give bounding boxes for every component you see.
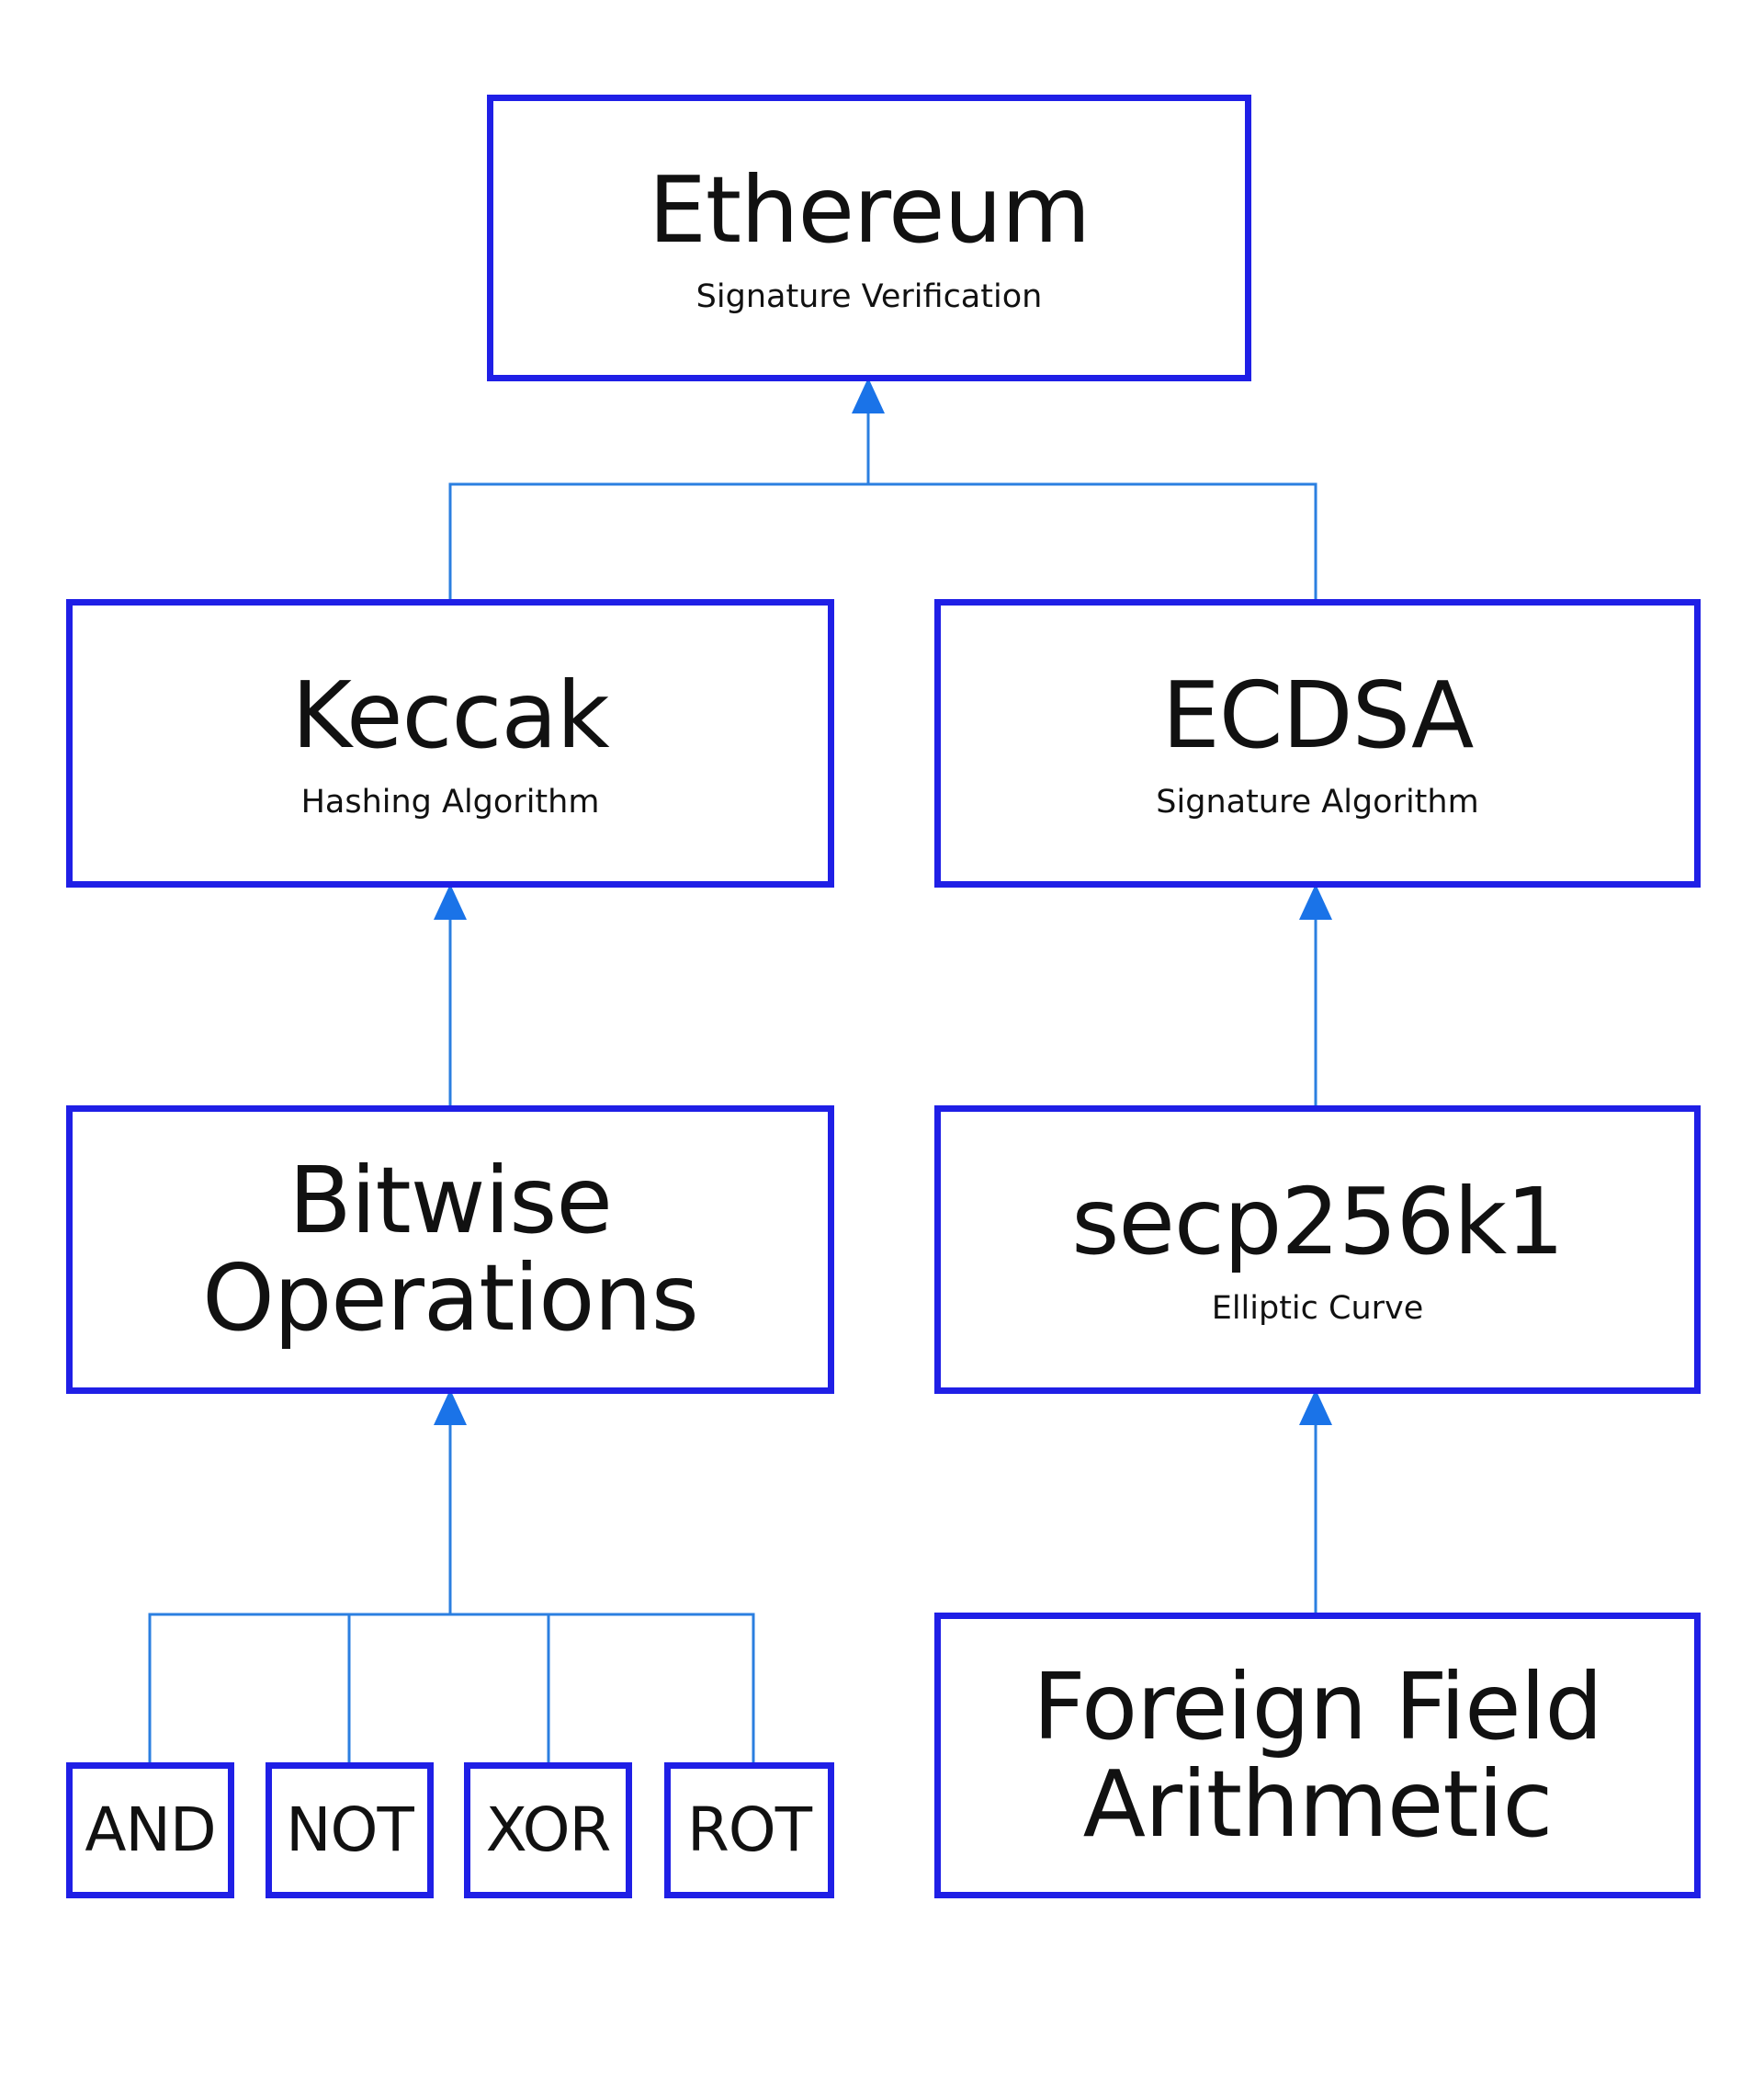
edge-ecdsa-to-ethereum [868, 482, 1317, 599]
node-xor: XOR [464, 1762, 632, 1898]
node-keccak: Keccak Hashing Algorithm [66, 599, 834, 888]
arrowhead-secp256k1 [1299, 1389, 1332, 1425]
node-not-title: NOT [286, 1794, 414, 1866]
edge-rot-to-bitwise [450, 1613, 755, 1762]
node-foreign-field-title-line2: Arithmetic [1082, 1749, 1554, 1858]
node-foreign-field-arithmetic: Foreign Field Arithmetic [934, 1613, 1701, 1898]
node-bitwise-title-line2: Operations [202, 1244, 699, 1352]
node-ecdsa: ECDSA Signature Algorithm [934, 599, 1701, 888]
arrowhead-ecdsa [1299, 884, 1332, 920]
node-keccak-title: Keccak [291, 661, 609, 769]
node-secp256k1: secp256k1 Elliptic Curve [934, 1105, 1701, 1394]
node-ethereum: Ethereum Signature Verification [487, 95, 1251, 381]
node-rot: ROT [664, 1762, 834, 1898]
node-xor-title: XOR [485, 1794, 612, 1866]
node-and-title: AND [85, 1794, 216, 1866]
arrowhead-keccak [434, 884, 467, 920]
edge-xor-to-bitwise [450, 1613, 550, 1762]
node-ethereum-title: Ethereum [648, 155, 1091, 264]
edge-and-to-bitwise [148, 1613, 450, 1762]
node-ecdsa-subtitle: Signature Algorithm [1156, 783, 1479, 821]
node-secp256k1-subtitle: Elliptic Curve [1211, 1289, 1424, 1327]
edge-not-to-bitwise [347, 1613, 450, 1762]
edge-keccak-to-ethereum [448, 482, 868, 599]
node-ethereum-subtitle: Signature Verification [695, 277, 1043, 315]
node-rot-title: ROT [686, 1794, 812, 1866]
arrowhead-bitwise [434, 1389, 467, 1425]
node-not: NOT [266, 1762, 434, 1898]
node-bitwise-title-line1: Bitwise [288, 1147, 613, 1254]
node-and: AND [66, 1762, 234, 1898]
node-keccak-subtitle: Hashing Algorithm [300, 783, 600, 821]
arrowhead-ethereum [852, 378, 885, 413]
node-ecdsa-title: ECDSA [1161, 661, 1475, 769]
node-secp256k1-title: secp256k1 [1071, 1167, 1564, 1275]
node-bitwise-operations: Bitwise Operations [66, 1105, 834, 1394]
node-foreign-field-title-line1: Foreign Field [1033, 1652, 1603, 1760]
